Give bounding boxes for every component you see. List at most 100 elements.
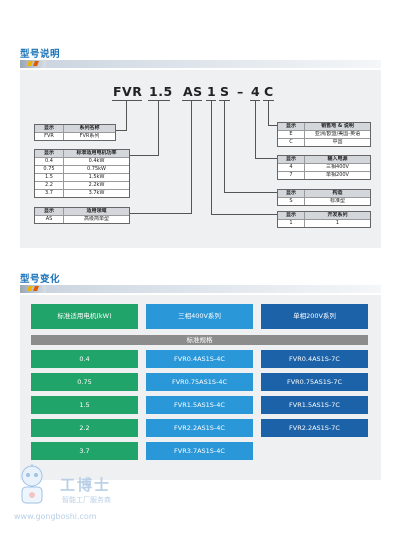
table-cell: 中国 xyxy=(304,139,370,146)
table-header-cell: 显示 xyxy=(285,190,296,196)
table-cell: 标准型 xyxy=(304,198,370,205)
row-400v-cell: FVR1.5AS1S-4C xyxy=(146,396,253,414)
table-cell: 1.5 xyxy=(45,174,53,180)
table-header-cell: 适用领域 xyxy=(63,208,129,215)
connector-line xyxy=(211,101,212,215)
model-code-power: 1.5 xyxy=(149,84,173,99)
table-cell: 单相200V xyxy=(304,172,370,179)
model-code-structure: S xyxy=(220,84,230,99)
table-cell: 1 xyxy=(304,220,370,227)
connector-line xyxy=(268,125,277,126)
table-header-cell: 显示 xyxy=(43,150,54,156)
table-header-cell: 显示 xyxy=(43,208,54,214)
table-cell: 0.4kW xyxy=(63,158,129,165)
table-cell: 7 xyxy=(289,172,293,178)
table-header-cell: 显示 xyxy=(43,125,54,131)
table-cell: 1.5kW xyxy=(63,174,129,181)
section-divider-bar xyxy=(20,60,381,68)
watermark-url: www.gongboshi.com xyxy=(14,512,97,521)
table-cell: 0.4 xyxy=(45,158,53,164)
table-header-cell: 系列名称 xyxy=(63,125,115,132)
connector-line xyxy=(255,158,277,159)
table-cell: 亚洲/欧盟/美国-英语 xyxy=(304,131,370,138)
table-header-cell: 开发系列 xyxy=(304,212,370,219)
structure-table: 显示 构造 S 标准型 xyxy=(277,189,371,206)
table-cell: AS xyxy=(45,216,53,222)
series-name-table: 显示 系列名称 FVR FVR系列 xyxy=(34,124,116,141)
application-table: 显示 适用领域 AS 高级简单型 xyxy=(34,207,130,224)
header-3phase-400v: 三相400V系列 xyxy=(146,304,253,329)
watermark-slogan: 智能工厂服务商 xyxy=(62,496,111,504)
model-code-dash: – xyxy=(237,84,244,99)
row-200v-cell: FVR1.5AS1S-7C xyxy=(261,396,368,414)
row-power-cell: 0.4 xyxy=(31,350,138,368)
table-cell: C xyxy=(289,139,293,145)
divider-decoration-icon xyxy=(20,285,46,293)
table-cell: 高级简单型 xyxy=(63,216,129,223)
destination-table: 显示 销售地 & 说明 E 亚洲/欧盟/美国-英语 C 中国 xyxy=(277,122,371,147)
table-cell: FVR系列 xyxy=(63,133,115,140)
connector-line xyxy=(191,101,192,214)
connector-line xyxy=(126,101,127,131)
underline xyxy=(112,100,142,101)
table-header-cell: 显示 xyxy=(285,156,296,162)
row-400v-cell: FVR0.75AS1S-4C xyxy=(146,373,253,391)
row-power-cell: 2.2 xyxy=(31,419,138,437)
row-400v-cell: FVR3.7AS1S-4C xyxy=(146,442,253,460)
table-header-cell: 显示 xyxy=(285,123,296,129)
row-200v-cell: FVR0.75AS1S-7C xyxy=(261,373,368,391)
table-header-cell: 显示 xyxy=(285,212,296,218)
robot-mascot-icon xyxy=(21,464,43,504)
section-divider-bar xyxy=(20,285,381,293)
row-200v-cell: FVR2.2AS1S-7C xyxy=(261,419,368,437)
connector-line xyxy=(128,213,192,214)
model-code-series: FVR xyxy=(113,84,143,99)
connector-line xyxy=(158,101,159,156)
watermark-brand: 工博士 xyxy=(60,476,112,494)
development-series-table: 显示 开发系列 1 1 xyxy=(277,211,371,228)
model-code-destination: C xyxy=(264,84,274,99)
row-200v-cell: FVR0.4AS1S-7C xyxy=(261,350,368,368)
connector-line xyxy=(114,130,127,131)
row-400v-cell: FVR0.4AS1S-4C xyxy=(146,350,253,368)
row-power-cell: 1.5 xyxy=(31,396,138,414)
table-cell: 3.7kW xyxy=(63,190,129,197)
table-header-cell: 构造 xyxy=(304,190,370,197)
table-cell: 0.75 xyxy=(43,166,55,172)
section-title-model-variation: 型号变化 xyxy=(20,274,61,285)
table-cell: 2.2 xyxy=(45,182,53,188)
header-motor-power: 标准适用电机(kW) xyxy=(31,304,138,329)
row-power-cell: 3.7 xyxy=(31,442,138,460)
input-power-table: 显示 输入电源 4 三相400V 7 单相200V xyxy=(277,155,371,180)
row-power-cell: 0.75 xyxy=(31,373,138,391)
table-cell: E xyxy=(289,131,293,137)
model-code-development: 1 xyxy=(207,84,217,99)
table-cell: 0.75kW xyxy=(63,166,129,173)
model-code-voltage: 4 xyxy=(251,84,261,99)
table-cell: 4 xyxy=(289,164,293,170)
connector-line xyxy=(128,155,159,156)
table-cell: FVR xyxy=(44,133,54,139)
connector-line xyxy=(268,101,269,126)
table-cell: S xyxy=(289,198,293,204)
connector-line xyxy=(224,192,277,193)
row-400v-cell: FVR2.2AS1S-4C xyxy=(146,419,253,437)
section-title-model-description: 型号说明 xyxy=(20,49,61,60)
header-1phase-200v: 单相200V系列 xyxy=(261,304,368,329)
table-cell: 1 xyxy=(289,220,293,226)
underline xyxy=(182,100,202,101)
underline xyxy=(263,100,274,101)
table-cell: 3.7 xyxy=(45,190,53,196)
table-header-cell: 销售地 & 说明 xyxy=(304,123,370,130)
table-header-cell: 输入电源 xyxy=(304,156,370,163)
underline xyxy=(219,100,230,101)
table-cell: 三相400V xyxy=(304,164,370,171)
divider-decoration-icon xyxy=(20,60,46,68)
table-cell: 2.2kW xyxy=(63,182,129,189)
connector-line xyxy=(211,214,277,215)
standard-spec-label: 标准规格 xyxy=(31,335,368,345)
connector-line xyxy=(255,101,256,159)
connector-line xyxy=(224,101,225,193)
underline xyxy=(206,100,216,101)
